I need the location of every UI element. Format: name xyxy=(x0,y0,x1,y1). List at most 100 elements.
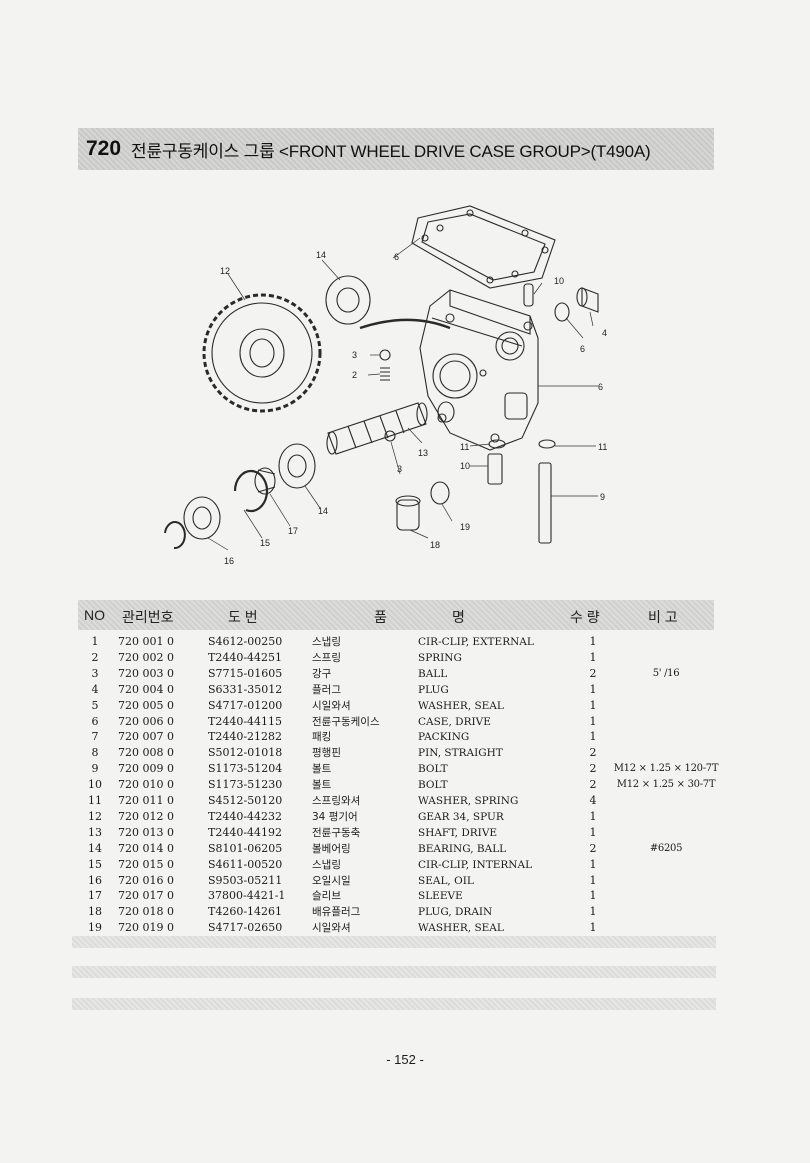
row-no: 11 xyxy=(88,794,102,807)
row-name-en: SPRING xyxy=(418,651,462,664)
row-name-en: WASHER, SEAL xyxy=(418,922,504,935)
header-no: NO xyxy=(84,607,105,623)
row-part-no: S4611-00520 xyxy=(208,857,283,871)
decorative-stripe xyxy=(72,998,716,1010)
callout-17: 17 xyxy=(288,526,298,536)
callout-8: 10 xyxy=(554,276,564,286)
row-part-no: T2440-44232 xyxy=(208,809,283,823)
row-part-no: S4612-00250 xyxy=(208,635,283,648)
row-name-kr: 볼트 xyxy=(312,779,332,792)
row-qty: 1 xyxy=(589,730,597,744)
row-qty: 4 xyxy=(589,794,597,807)
row-part-no: T2440-44192 xyxy=(208,825,283,839)
row-name-en: BALL xyxy=(418,667,448,680)
row-part-no: S4717-01200 xyxy=(208,698,283,712)
row-part-no: S6331-35012 xyxy=(208,682,283,696)
row-mgmt-no: 720 013 0 xyxy=(118,825,174,839)
row-mgmt-no: 720 014 0 xyxy=(118,841,174,855)
header-name-1: 품 xyxy=(374,609,387,625)
part-bearing-top xyxy=(325,275,371,325)
callout-7: 6 xyxy=(394,252,399,262)
row-no: 3 xyxy=(91,666,99,680)
callout-2: 2 xyxy=(352,370,357,380)
row-qty: 1 xyxy=(589,873,597,887)
row-name-en: SLEEVE xyxy=(418,890,463,903)
callout-16: 16 xyxy=(224,556,234,566)
row-qty: 1 xyxy=(589,698,597,712)
row-no: 19 xyxy=(88,921,102,935)
row-mgmt-no: 720 002 0 xyxy=(118,650,174,664)
row-mgmt-no: 720 009 0 xyxy=(118,762,174,776)
row-no: 2 xyxy=(91,650,99,664)
row-name-kr: 볼트 xyxy=(312,763,332,776)
callout-4: 4 xyxy=(602,328,607,338)
row-remark: M12 × 1.25 × 120-7T xyxy=(613,763,719,775)
row-qty: 2 xyxy=(589,762,597,776)
row-qty: 2 xyxy=(589,746,597,760)
row-name-kr: 볼베어링 xyxy=(312,842,351,855)
row-part-no: T4260-14261 xyxy=(208,905,283,919)
row-qty: 1 xyxy=(589,809,597,823)
row-name-en: CIR-CLIP, INTERNAL xyxy=(418,858,533,871)
part-drive-case xyxy=(419,289,539,451)
row-name-kr: 전륜구동케이스 xyxy=(312,715,380,728)
row-qty: 1 xyxy=(589,682,597,696)
row-no: 17 xyxy=(88,889,102,903)
row-no: 16 xyxy=(88,873,102,887)
decorative-stripe xyxy=(72,966,716,978)
row-name-kr: 시일와셔 xyxy=(312,699,351,712)
callout-10: 10 xyxy=(460,461,470,471)
row-name-kr: 플러그 xyxy=(312,683,341,696)
row-no: 8 xyxy=(91,746,99,760)
callout-19: 19 xyxy=(460,522,470,532)
row-qty: 2 xyxy=(589,841,597,855)
row-no: 15 xyxy=(88,857,102,871)
row-name-en: PACKING xyxy=(418,731,470,744)
row-mgmt-no: 720 005 0 xyxy=(118,698,174,712)
row-name-kr: 스냅링 xyxy=(312,636,341,648)
header-remark: 비 고 xyxy=(648,609,678,625)
row-qty: 1 xyxy=(589,650,597,664)
row-name-kr: 시일와셔 xyxy=(312,922,351,935)
callout-3a: 3 xyxy=(352,350,357,360)
part-drive-shaft xyxy=(327,402,427,455)
row-mgmt-no: 720 003 0 xyxy=(118,666,174,680)
decorative-stripe xyxy=(72,936,716,948)
row-name-en: CIR-CLIP, EXTERNAL xyxy=(418,636,534,648)
row-part-no: S5012-01018 xyxy=(208,746,283,760)
callout-11b: 11 xyxy=(598,442,607,452)
row-name-en: SHAFT, DRIVE xyxy=(418,826,498,839)
callout-15: 15 xyxy=(260,538,270,548)
row-part-no: S1173-51230 xyxy=(208,778,283,792)
row-name-en: CASE, DRIVE xyxy=(418,715,491,728)
row-part-no: S8101-06205 xyxy=(208,841,283,855)
row-qty: 2 xyxy=(589,778,597,792)
row-part-no: T2440-21282 xyxy=(208,730,283,744)
row-name-kr: 스냅링 xyxy=(312,858,341,871)
row-part-no: S7715-01605 xyxy=(208,666,283,680)
row-name-en: BOLT xyxy=(418,763,448,776)
row-mgmt-no: 720 004 0 xyxy=(118,682,174,696)
parts-table-header: NO 관리번호 도 번 품 명 수 량 비 고 xyxy=(78,600,714,630)
callout-12: 12 xyxy=(220,266,230,276)
row-qty: 1 xyxy=(589,635,597,648)
row-qty: 1 xyxy=(589,905,597,919)
row-name-en: WASHER, SPRING xyxy=(418,795,519,807)
row-no: 18 xyxy=(88,905,102,919)
row-no: 14 xyxy=(88,841,102,855)
row-no: 9 xyxy=(91,762,99,776)
row-qty: 1 xyxy=(589,889,597,903)
row-no: 5 xyxy=(91,698,99,712)
row-name-en: SEAL, OIL xyxy=(418,874,474,887)
row-part-no: T2440-44251 xyxy=(208,650,283,664)
part-spur-gear xyxy=(202,293,322,413)
